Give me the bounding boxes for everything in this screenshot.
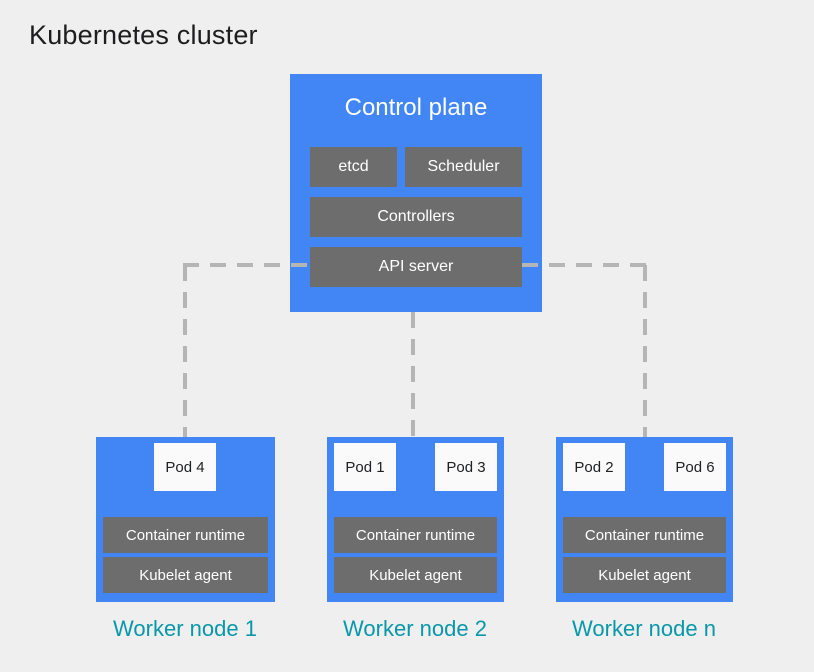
connector-right-horizontal bbox=[522, 263, 647, 267]
connector-right-vertical bbox=[643, 265, 647, 437]
diagram-title: Kubernetes cluster bbox=[29, 20, 258, 50]
connector-center-vertical bbox=[411, 312, 415, 437]
worker-node-2-label: Worker node 2 bbox=[343, 616, 487, 641]
kubelet-agent-box: Kubelet agent bbox=[334, 557, 497, 593]
control-plane-title: Control plane bbox=[344, 94, 488, 121]
worker-node-1-label: Worker node 1 bbox=[113, 616, 257, 641]
worker-node-n-label: Worker node n bbox=[572, 616, 716, 641]
kubelet-agent-box: Kubelet agent bbox=[103, 557, 268, 593]
control-plane-box: Control plane etcd Scheduler Controllers… bbox=[290, 74, 542, 312]
pod-box: Pod 2 bbox=[563, 443, 625, 491]
container-runtime-box: Container runtime bbox=[103, 517, 268, 553]
kubelet-agent-box: Kubelet agent bbox=[563, 557, 726, 593]
connector-left-horizontal bbox=[183, 263, 310, 267]
api-server-box: API server bbox=[310, 247, 522, 287]
container-runtime-box: Container runtime bbox=[563, 517, 726, 553]
pod-box: Pod 4 bbox=[154, 443, 216, 491]
container-runtime-box: Container runtime bbox=[334, 517, 497, 553]
controllers-box: Controllers bbox=[310, 197, 522, 237]
worker-node-n-box: Pod 2 Pod 6 Container runtime Kubelet ag… bbox=[556, 437, 733, 602]
pod-box: Pod 6 bbox=[664, 443, 726, 491]
etcd-box: etcd bbox=[310, 147, 397, 187]
worker-node-2-box: Pod 1 Pod 3 Container runtime Kubelet ag… bbox=[327, 437, 504, 602]
pod-box: Pod 1 bbox=[334, 443, 396, 491]
scheduler-box: Scheduler bbox=[405, 147, 522, 187]
connector-left-vertical bbox=[183, 265, 187, 437]
worker-node-1-box: Pod 4 Container runtime Kubelet agent bbox=[96, 437, 275, 602]
pod-box: Pod 3 bbox=[435, 443, 497, 491]
